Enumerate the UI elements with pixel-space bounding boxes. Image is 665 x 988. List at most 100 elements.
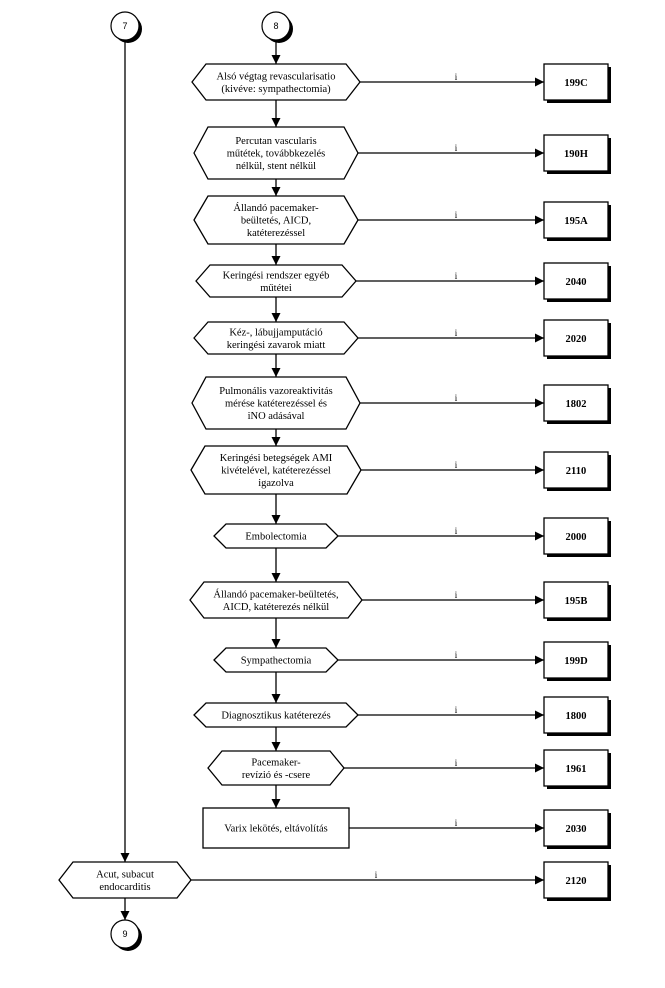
node-7-hexagon	[213, 523, 339, 549]
node-7-code: 2000	[543, 517, 611, 557]
node-11-code-label: 1961	[566, 764, 587, 775]
node-4: Kéz-, lábujjamputáció keringési zavarok m…	[193, 321, 458, 355]
node-0-code: 199C	[543, 63, 611, 103]
node-2-edge-label: i	[455, 210, 458, 220]
node-4-text-line: keringési zavarok miatt	[227, 340, 326, 351]
node-10: Diagnosztikus katéterezés i	[193, 702, 458, 728]
connector-7: 7	[110, 11, 142, 43]
node-2-code-box	[543, 201, 609, 239]
node-3-text-line: Keringési rendszer egyéb	[223, 270, 330, 281]
node-8: Állandó pacemaker-beültetés, AICD, katéte…	[189, 581, 458, 619]
node-endocarditis-code: 2120	[543, 861, 611, 901]
connector-8-ring	[261, 11, 291, 41]
node-1-code: 190H	[543, 134, 611, 174]
node-12-text-line: Varix lekötés, eltávolítás	[224, 824, 328, 835]
node-1-text-line: műtétek, továbbkezelés	[227, 149, 326, 160]
node-12-code-label: 2030	[566, 824, 587, 835]
node-0-edge-label: i	[455, 72, 458, 82]
node-6-text-line: Keringési betegségek AMI	[220, 453, 333, 464]
node-8-hexagon	[189, 581, 363, 619]
node-1-code-label: 190H	[564, 149, 588, 160]
node-12-edge-label: i	[455, 818, 458, 828]
node-5-edge-label: i	[455, 393, 458, 403]
node-1-code-box	[543, 134, 609, 172]
connector-9-ring	[110, 919, 140, 949]
node-1-edge-label: i	[455, 143, 458, 153]
node-8-code-label: 195B	[565, 596, 588, 607]
node-1-text-line: nélkül, stent nélkül	[236, 161, 316, 172]
node-12-code: 2030	[543, 809, 611, 849]
node-7-code-label: 2000	[566, 532, 587, 543]
node-6-edge-label: i	[455, 460, 458, 470]
node-6: Keringési betegségek AMI kivételével, kat…	[190, 445, 458, 495]
node-3-text-line: műtétei	[260, 283, 292, 294]
node-12-box	[202, 807, 350, 849]
node-endocarditis-code-label: 2120	[566, 876, 587, 887]
node-0-text-line: Alsó végtag revascularisatio	[217, 71, 336, 82]
node-4-code: 2020	[543, 319, 611, 359]
node-4-edge-label: i	[455, 328, 458, 338]
node-6-code-box	[543, 451, 609, 489]
node-1-hexagon	[193, 126, 359, 180]
connector-9: 9	[110, 919, 142, 951]
node-11-hexagon	[207, 750, 345, 786]
node-9-text-line: Sympathectomia	[241, 656, 312, 667]
node-endocarditis-hexagon	[58, 861, 192, 899]
node-3-code: 2040	[543, 262, 611, 302]
node-11-text-line: Pacemaker-	[251, 757, 301, 768]
node-8-text-line: Állandó pacemaker-beültetés,	[213, 588, 338, 600]
node-5-text-line: Pulmonális vazoreaktivitás	[219, 386, 332, 397]
node-2-text-line: Állandó pacemaker-	[233, 202, 319, 214]
node-10-code: 1800	[543, 696, 611, 736]
node-3-hexagon	[195, 264, 357, 298]
node-8-edge-label: i	[455, 590, 458, 600]
node-3-code-label: 2040	[566, 277, 587, 288]
node-6-code: 2110	[543, 451, 611, 491]
node-11-text-line: revízió és -csere	[242, 770, 311, 781]
node-endocarditis-text-line: endocarditis	[99, 882, 150, 893]
node-11-code: 1961	[543, 749, 611, 789]
node-11: Pacemaker-revízió és -csere i	[207, 750, 458, 786]
node-4-hexagon	[193, 321, 359, 355]
node-endocarditis-code-box	[543, 861, 609, 899]
node-0-code-box	[543, 63, 609, 101]
connector-7-ring	[110, 11, 140, 41]
node-10-code-box	[543, 696, 609, 734]
node-9-edge-label: i	[455, 650, 458, 660]
node-0-text-line: (kivéve: sympathectomia)	[221, 84, 331, 95]
node-8-code-box	[543, 581, 609, 619]
node-7-edge-label: i	[455, 526, 458, 536]
node-11-code-box	[543, 749, 609, 787]
node-8-code: 195B	[543, 581, 611, 621]
node-10-text-line: Diagnosztikus katéterezés	[221, 711, 330, 722]
connector-7-label: 7	[122, 21, 127, 31]
node-4-text-line: Kéz-, lábujjamputáció	[229, 327, 322, 338]
node-endocarditis-text-line: Acut, subacut	[96, 869, 154, 880]
node-6-code-label: 2110	[566, 466, 586, 477]
node-6-text-line: igazolva	[258, 478, 294, 489]
node-5-code-label: 1802	[566, 399, 587, 410]
node-10-hexagon	[193, 702, 359, 728]
node-12: Varix lekötés, eltávolítás i	[202, 807, 458, 849]
node-5-hexagon	[191, 376, 361, 430]
node-6-text-line: kivételével, katéterezéssel	[221, 466, 331, 477]
node-endocarditis-edge-label: i	[375, 870, 378, 880]
connector-8: 8	[261, 11, 293, 43]
connector-9-label: 9	[122, 929, 127, 939]
node-12-code-box	[543, 809, 609, 847]
node-8-text-line: AICD, katéterezés nélkül	[223, 602, 329, 613]
node-2-text-line: beültetés, AICD,	[241, 216, 311, 227]
node-5-text-line: iNO adásával	[248, 411, 305, 422]
node-10-edge-label: i	[455, 705, 458, 715]
node-9-code-box	[543, 641, 609, 679]
node-1-text-line: Percutan vascularis	[235, 136, 316, 147]
node-2-hexagon	[193, 195, 359, 245]
node-6-hexagon	[190, 445, 362, 495]
node-11-edge-label: i	[455, 758, 458, 768]
node-endocarditis: Acut, subacut endocarditis i	[58, 861, 378, 899]
node-4-code-label: 2020	[566, 334, 587, 345]
node-2: Állandó pacemaker-beültetés, AICD,katéte…	[193, 195, 458, 245]
node-2-code-label: 195A	[564, 216, 588, 227]
